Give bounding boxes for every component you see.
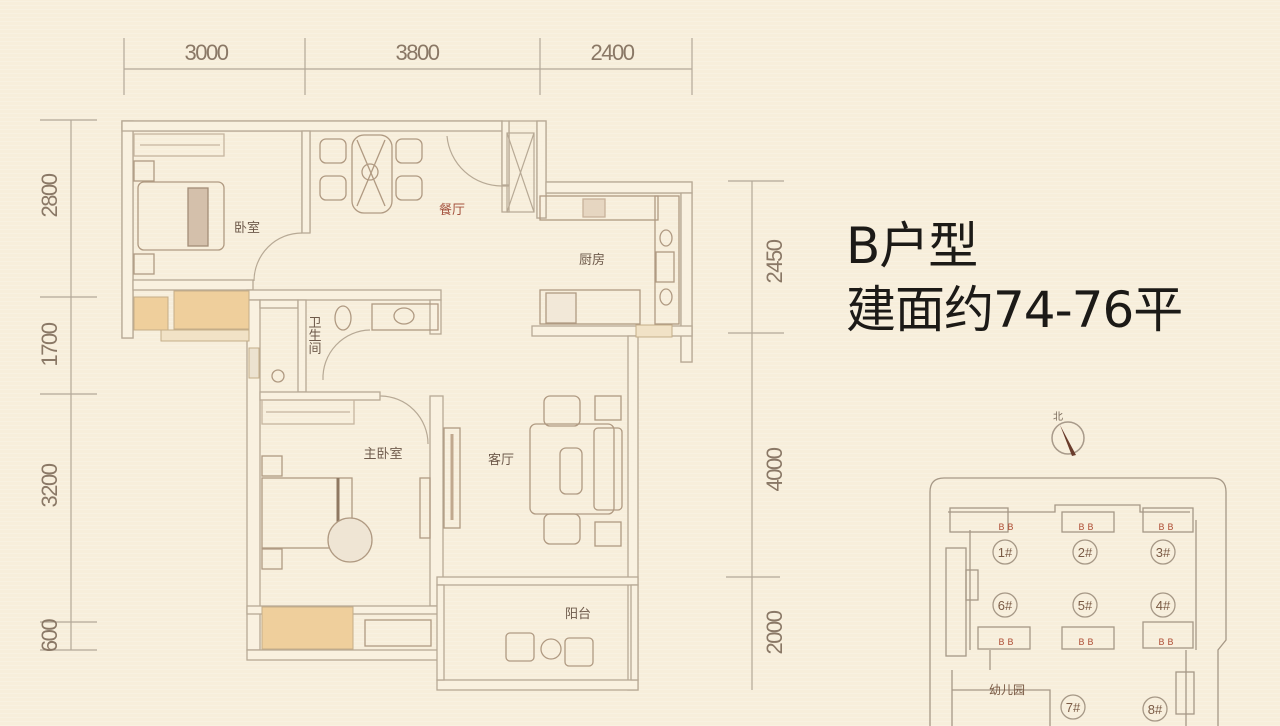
- site-plan: [929, 477, 1227, 726]
- svg-text:幼儿园: 幼儿园: [989, 683, 1025, 697]
- dim-right-2: 4000: [762, 447, 787, 491]
- right-dimension-line: [726, 180, 784, 690]
- svg-text:8#: 8#: [1148, 702, 1163, 717]
- room-label-living: 客厅: [488, 452, 514, 468]
- svg-text:B B: B B: [998, 638, 1013, 648]
- dim-left-3: 3200: [37, 463, 62, 507]
- room-label-bedroom: 卧室: [234, 220, 260, 236]
- furniture: [133, 133, 680, 667]
- dim-left-2: 1700: [37, 322, 62, 366]
- unit-title-block: B户型 建面约74-76平: [846, 214, 1183, 342]
- svg-text:3#: 3#: [1156, 545, 1171, 560]
- compass-icon: 北: [1051, 411, 1085, 456]
- dim-left-4: 600: [37, 619, 62, 652]
- room-label-bathroom: 卫生间: [306, 316, 322, 355]
- svg-text:B B: B B: [998, 523, 1013, 533]
- svg-text:B B: B B: [1078, 638, 1093, 648]
- svg-text:北: 北: [1053, 411, 1063, 423]
- dim-top-2: 3800: [396, 40, 440, 65]
- left-dimension-line: [40, 119, 97, 651]
- dim-right-1: 2450: [762, 239, 787, 283]
- room-label-master-bedroom: 主卧室: [363, 446, 402, 462]
- dim-top-1: 3000: [185, 40, 229, 65]
- site-building-labels: 1# 2# 3# 6# 5# 4# 7# 8# 幼儿园 B B B B B B …: [989, 523, 1174, 717]
- windows: [133, 290, 673, 650]
- svg-text:4#: 4#: [1156, 598, 1171, 613]
- svg-text:B B: B B: [1158, 638, 1173, 648]
- svg-text:1#: 1#: [998, 545, 1013, 560]
- room-label-dining: 餐厅: [439, 202, 465, 218]
- unit-type-title: B户型: [846, 217, 978, 275]
- top-dimension-line: [123, 38, 693, 95]
- dim-right-3: 2000: [762, 610, 787, 654]
- walls: [121, 120, 693, 691]
- svg-text:B B: B B: [1158, 523, 1173, 533]
- dim-left-1: 2800: [37, 173, 62, 217]
- svg-text:2#: 2#: [1078, 545, 1093, 560]
- svg-text:6#: 6#: [998, 598, 1013, 613]
- svg-text:7#: 7#: [1066, 700, 1081, 715]
- dim-top-3: 2400: [591, 40, 635, 65]
- room-label-balcony: 阳台: [565, 607, 591, 622]
- shaft-icon: [506, 132, 535, 213]
- doors: [253, 135, 503, 445]
- svg-text:B B: B B: [1078, 523, 1093, 533]
- unit-area-title: 建面约74-76平: [846, 281, 1183, 339]
- svg-text:5#: 5#: [1078, 598, 1093, 613]
- room-label-kitchen: 厨房: [579, 252, 605, 268]
